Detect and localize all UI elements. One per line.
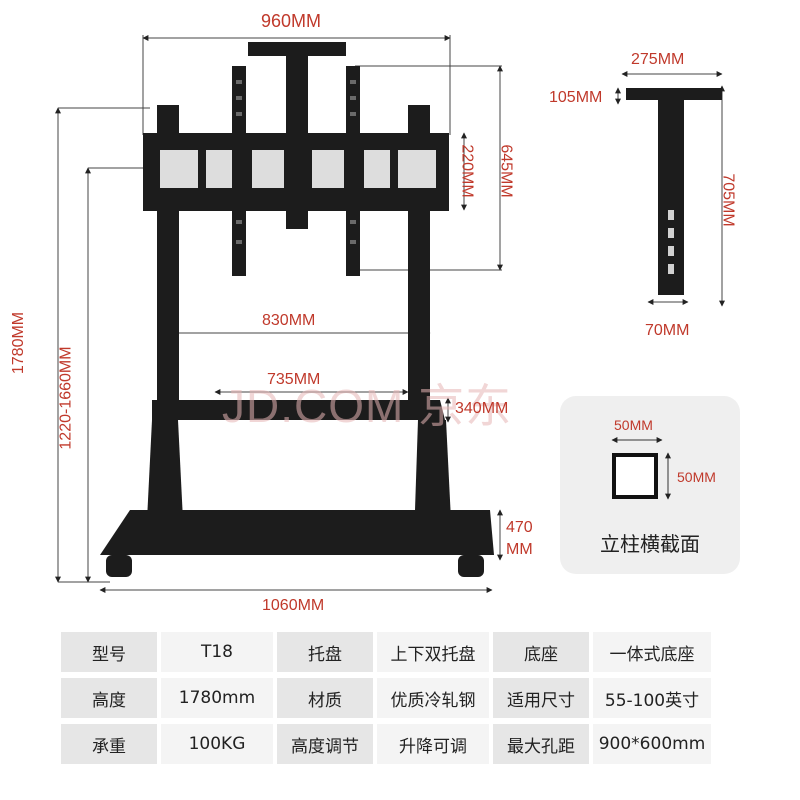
spec-key: 最大孔距 <box>493 724 589 764</box>
column-width-label: 70MM <box>645 322 690 339</box>
spec-value: 1780mm <box>161 678 273 718</box>
spec-key: 托盘 <box>277 632 373 672</box>
base-height-label-2: MM <box>506 541 533 558</box>
section-height-label: 50MM <box>677 469 716 485</box>
spec-table: 型号 T18 托盘 上下双托盘 底座 一体式底座 高度 1780mm 材质 优质… <box>57 626 715 770</box>
cross-section-title: 立柱横截面 <box>600 532 700 556</box>
spec-value: T18 <box>161 632 273 672</box>
table-row: 型号 T18 托盘 上下双托盘 底座 一体式底座 <box>61 632 711 672</box>
spec-key: 承重 <box>61 724 157 764</box>
spec-key: 型号 <box>61 632 157 672</box>
spec-key: 高度 <box>61 678 157 718</box>
spec-value: 55-100英寸 <box>593 678 711 718</box>
spec-key: 材质 <box>277 678 373 718</box>
spec-value: 上下双托盘 <box>377 632 489 672</box>
base-height-label-1: 470 <box>506 519 533 536</box>
spec-key: 底座 <box>493 632 589 672</box>
spec-key: 高度调节 <box>277 724 373 764</box>
cross-section-square <box>612 453 658 499</box>
spec-value: 100KG <box>161 724 273 764</box>
base-width-label: 1060MM <box>262 597 325 614</box>
tray-height-label: 340MM <box>455 400 509 417</box>
tray-width-label: 735MM <box>267 371 321 388</box>
table-row: 承重 100KG 高度调节 升降可调 最大孔距 900*600mm <box>61 724 711 764</box>
spec-value: 一体式底座 <box>593 632 711 672</box>
section-width-label: 50MM <box>614 417 653 433</box>
table-row: 高度 1780mm 材质 优质冷轧钢 适用尺寸 55-100英寸 <box>61 678 711 718</box>
spec-value: 升降可调 <box>377 724 489 764</box>
plate-depth-label: 105MM <box>549 89 603 106</box>
spec-value: 900*600mm <box>593 724 711 764</box>
plate-width-label: 275MM <box>631 51 685 68</box>
width-top-label: 960MM <box>261 11 322 31</box>
watermark: JD.COM 京东 <box>222 380 513 432</box>
spec-key: 适用尺寸 <box>493 678 589 718</box>
pole-spacing-label: 830MM <box>262 312 316 329</box>
spec-value: 优质冷轧钢 <box>377 678 489 718</box>
